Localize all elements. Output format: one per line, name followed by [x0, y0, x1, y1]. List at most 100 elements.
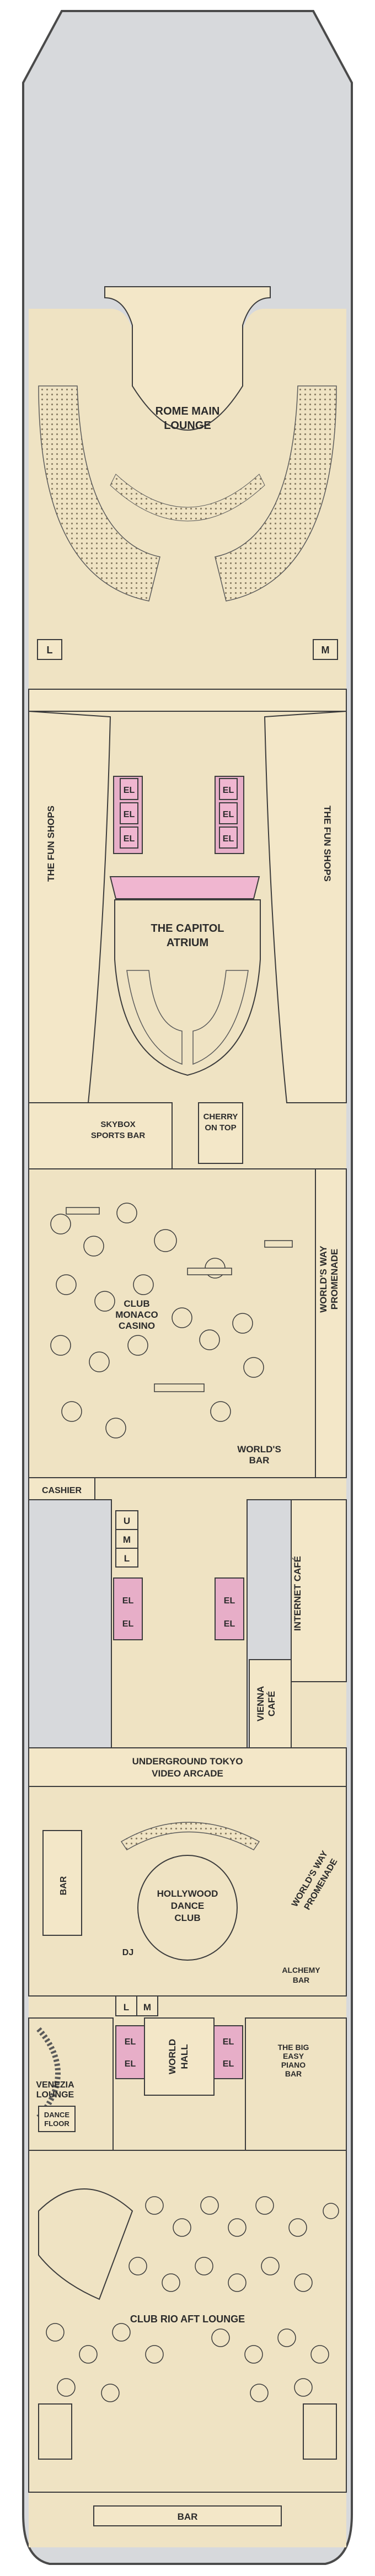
elevator-label: EL: [122, 1619, 134, 1629]
rome-seating-left: [38, 385, 160, 602]
casino-label-2: MONACO: [115, 1310, 158, 1320]
rome-main-lounge-area: [29, 309, 346, 689]
vienna-cafe-label-2: CAFÉ: [266, 1691, 277, 1716]
elevator-label: EL: [223, 2037, 234, 2047]
fun-shops-left-area: [28, 710, 111, 1103]
cherry-on-top-area: [198, 1102, 243, 1164]
big-easy-area: [245, 2017, 347, 2151]
skybox-label-2: SPORTS BAR: [91, 1131, 146, 1140]
hollywood-dance-floor: [137, 1855, 238, 1961]
cashier-label: CASHIER: [42, 1486, 82, 1495]
elevators-forward: [113, 776, 244, 854]
restroom-ladies-fwd: L: [47, 645, 53, 656]
cherry-label-1: CHERRY: [203, 1112, 238, 1121]
elevator-label: EL: [125, 2059, 136, 2069]
worlds-way-promenade-fwd-area: [315, 1168, 347, 1478]
capitol-atrium-label-2: ATRIUM: [167, 937, 208, 949]
atrium-stair-left: [126, 970, 183, 1065]
elevators-aft: [115, 2025, 243, 2079]
alchemy-bar-label-2: BAR: [293, 1976, 309, 1984]
hollywood-label-1: HOLLYWOOD: [157, 1888, 218, 1899]
worlds-bar-label-2: BAR: [249, 1455, 270, 1466]
lower-void-left: [28, 1499, 112, 1748]
elevators-mid: [113, 1577, 244, 1640]
promenade-fwd-label-2: PROMENADE: [329, 1249, 340, 1310]
rome-main-lounge-stage: [104, 286, 271, 431]
big-easy-label-3: PIANO: [281, 2060, 306, 2069]
aft-stair-left: [38, 2403, 72, 2460]
restroom-mens-fwd: M: [322, 645, 330, 656]
elevator-label: EL: [223, 834, 234, 844]
internet-cafe-label: INTERNET CAFÉ: [292, 1556, 303, 1631]
elevator-label: EL: [124, 810, 135, 819]
elevator-label: EL: [223, 810, 234, 819]
elevator-label: EL: [223, 786, 234, 795]
rome-seating-front: [110, 474, 265, 522]
underground-tokyo-area: [28, 1747, 347, 1787]
elevator-label: EL: [224, 1596, 235, 1606]
big-easy-label-2: EASY: [283, 2052, 304, 2060]
rome-main-lounge-label-1: ROME MAIN: [156, 405, 220, 417]
hollywood-label-2: DANCE: [171, 1901, 204, 1911]
restroom-unisex: U: [124, 1516, 130, 1526]
rome-seating-right: [215, 385, 337, 602]
restroom-unisex-box: [115, 1510, 138, 1530]
restroom-ladies-fwd-box: [37, 639, 62, 660]
bar-mid-label: BAR: [59, 1876, 68, 1895]
worlds-bar-label-1: WORLD'S: [237, 1444, 281, 1455]
elevator-label: EL: [122, 1596, 134, 1606]
cashier-area: [28, 1477, 95, 1502]
restroom-ladies-aft: L: [124, 2002, 129, 2012]
big-easy-label-4: BAR: [285, 2069, 302, 2078]
elevator-label: EL: [125, 2037, 136, 2047]
venezia-label-1: VENEZIA: [36, 2080, 74, 2090]
elevator-label: EL: [124, 834, 135, 844]
restroom-ladies-mid-box: [115, 1548, 138, 1568]
world-hall-label-1: WORLD: [167, 2039, 178, 2074]
vienna-cafe-area: [249, 1659, 292, 1748]
atrium-stair-right: [192, 970, 249, 1065]
tokyo-label-1: UNDERGROUND TOKYO: [132, 1756, 243, 1767]
world-hall-area: [144, 2017, 215, 2096]
restroom-mens-aft-box: [136, 1995, 158, 2016]
glass-elevators: [109, 876, 260, 899]
tokyo-label-2: VIDEO ARCADE: [152, 1768, 223, 1779]
elevator-label: EL: [124, 786, 135, 795]
fun-shops-right-label: THE FUN SHOPS: [322, 806, 333, 882]
restroom-mens-fwd-box: [313, 639, 338, 660]
world-hall-label-2: HALL: [179, 2044, 190, 2069]
club-rio-label: CLUB RIO AFT LOUNGE: [130, 2314, 245, 2325]
elevator-label: EL: [223, 2059, 234, 2069]
dance-floor-box: [38, 2106, 76, 2132]
cherry-label-2: ON TOP: [205, 1123, 236, 1133]
internet-cafe-area: [291, 1499, 347, 1682]
elevator-label: EL: [224, 1619, 235, 1629]
alchemy-bar-label-1: ALCHEMY: [282, 1966, 320, 1974]
bar-aft-label: BAR: [178, 2511, 198, 2522]
restroom-mens-mid: M: [123, 1534, 131, 1545]
aft-stair-right: [303, 2403, 337, 2460]
casino-label-1: CLUB: [124, 1298, 149, 1309]
restroom-mens-mid-box: [115, 1529, 138, 1549]
venezia-label-2: LOUNGE: [36, 2090, 74, 2100]
club-monaco-casino-area: [28, 1168, 316, 1478]
bar-aft-area: [93, 2505, 282, 2526]
promenade-fwd-label-1: WORLD'S WAY: [318, 1246, 329, 1313]
rome-main-lounge-label-2: LOUNGE: [164, 420, 211, 432]
dance-floor-label-1: DANCE: [44, 2111, 70, 2119]
casino-label-3: CASINO: [119, 1321, 155, 1331]
hollywood-seating-arc: [120, 1822, 260, 1851]
restroom-ladies-mid: L: [124, 1553, 130, 1564]
skybox-label-1: SKYBOX: [100, 1120, 135, 1129]
forward-corridor: [28, 689, 347, 712]
club-rio-tables: [46, 2196, 339, 2402]
capitol-atrium-label-1: THE CAPITOL: [151, 922, 224, 935]
big-easy-label-1: THE BIG: [278, 2043, 309, 2052]
bar-mid-area: [42, 1830, 82, 1936]
restroom-mens-aft: M: [143, 2002, 151, 2012]
hollywood-label-3: CLUB: [174, 1913, 200, 1923]
dance-floor-label-2: FLOOR: [44, 2119, 69, 2128]
casino-tables: [50, 1203, 293, 1439]
